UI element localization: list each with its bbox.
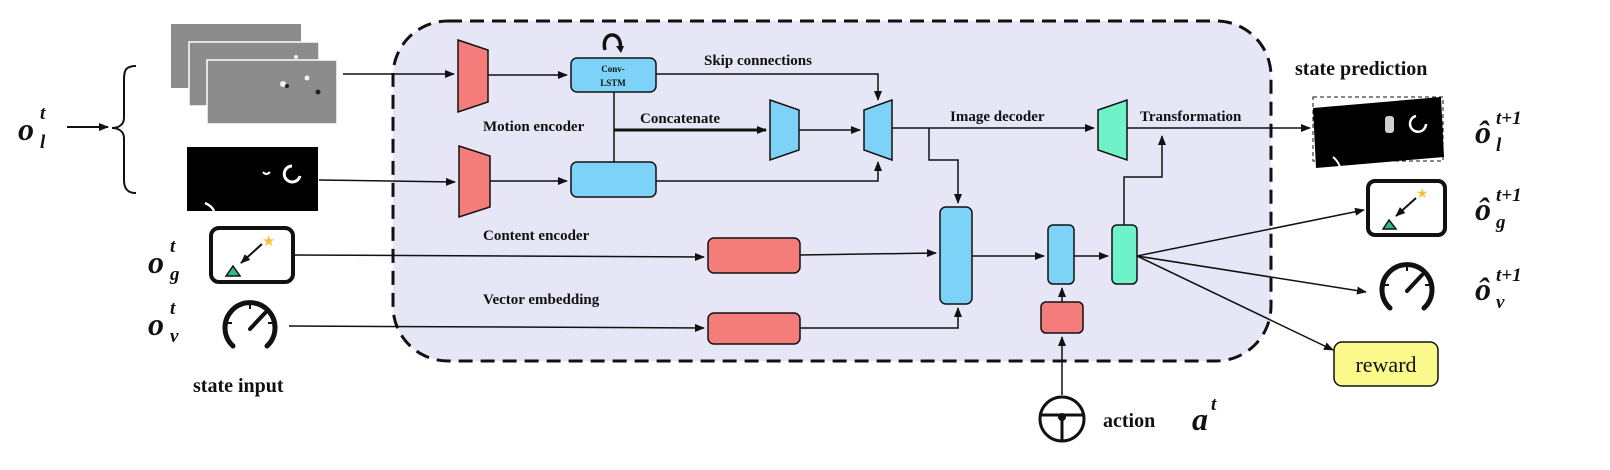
concat-encoder-block xyxy=(769,98,800,162)
content-encoder-label: Content encoder xyxy=(483,228,590,244)
predicted-frame xyxy=(1312,96,1444,168)
svg-text:t: t xyxy=(1211,394,1217,415)
svg-text:l: l xyxy=(40,132,46,153)
state-input-label: state input xyxy=(193,375,284,397)
velocity-embedding-block xyxy=(707,312,801,345)
svg-text:ô: ô xyxy=(1475,271,1491,307)
content-encoder-block xyxy=(458,144,491,219)
svg-text:t: t xyxy=(40,103,46,124)
image-decoder-label: Image decoder xyxy=(950,109,1045,125)
lidar-frame-stack xyxy=(171,24,338,125)
state-prediction-label: state prediction xyxy=(1295,58,1427,80)
content-lstm-block xyxy=(570,161,657,198)
transformation-label: Transformation xyxy=(1140,109,1242,125)
concatenate-label: Concatenate xyxy=(640,111,720,127)
svg-text:ô: ô xyxy=(1475,114,1491,150)
svg-text:t+1: t+1 xyxy=(1496,185,1522,206)
star-icon: ★ xyxy=(262,234,275,250)
brace xyxy=(111,65,137,194)
output-og-label: ô t+1 g xyxy=(1475,185,1522,233)
action-math-label: a t xyxy=(1192,394,1217,437)
goal-arrow-icon: ★ xyxy=(209,226,295,284)
svg-text:g: g xyxy=(169,264,180,285)
speedometer-icon xyxy=(222,300,278,349)
loop-arrow-icon xyxy=(602,33,623,51)
latent-state-block xyxy=(939,206,973,305)
reward-box xyxy=(1333,341,1439,387)
motion-encoder-label: Motion encoder xyxy=(483,119,585,135)
svg-text:o: o xyxy=(18,111,34,147)
svg-text:v: v xyxy=(1496,292,1505,313)
image-decoder-block xyxy=(1097,98,1128,162)
fusion-block xyxy=(863,98,893,162)
svg-text:v: v xyxy=(170,326,179,347)
action-embedding-block xyxy=(1040,301,1084,334)
svg-text:o: o xyxy=(148,244,164,280)
output-ov-label: ô t+1 v xyxy=(1475,265,1522,313)
action-label: action xyxy=(1103,410,1155,432)
goal-arrow-icon: ★ xyxy=(1366,179,1447,237)
svg-text:l: l xyxy=(1496,135,1502,156)
svg-text:t: t xyxy=(170,236,176,257)
vector-embedding-label: Vector embedding xyxy=(483,292,600,308)
svg-text:a: a xyxy=(1192,401,1208,437)
svg-text:o: o xyxy=(148,306,164,342)
model-region xyxy=(391,19,1273,363)
connections xyxy=(288,70,1367,395)
goal-embedding-block xyxy=(707,237,801,274)
svg-text:g: g xyxy=(1495,212,1506,233)
steering-wheel-icon xyxy=(1038,395,1086,443)
content-frame xyxy=(187,147,318,212)
reward-label: reward xyxy=(1355,352,1416,377)
input-ol-label: o t l xyxy=(18,103,46,153)
star-icon: ★ xyxy=(1416,187,1429,202)
skip-connections-label: Skip connections xyxy=(704,53,812,69)
svg-text:ô: ô xyxy=(1475,191,1491,227)
output-ol-label: ô t+1 l xyxy=(1475,108,1522,156)
svg-text:t+1: t+1 xyxy=(1496,265,1522,286)
svg-text:Conv-: Conv- xyxy=(601,64,625,74)
svg-text:LSTM: LSTM xyxy=(600,78,626,88)
input-ov-label: o t v xyxy=(148,298,179,347)
motion-encoder-block xyxy=(457,38,489,114)
input-og-label: o t g xyxy=(148,236,180,285)
transition-block xyxy=(1047,224,1075,285)
speedometer-icon xyxy=(1379,262,1435,311)
next-state-block xyxy=(1111,224,1138,285)
svg-text:t: t xyxy=(170,298,176,319)
svg-text:t+1: t+1 xyxy=(1496,108,1522,129)
